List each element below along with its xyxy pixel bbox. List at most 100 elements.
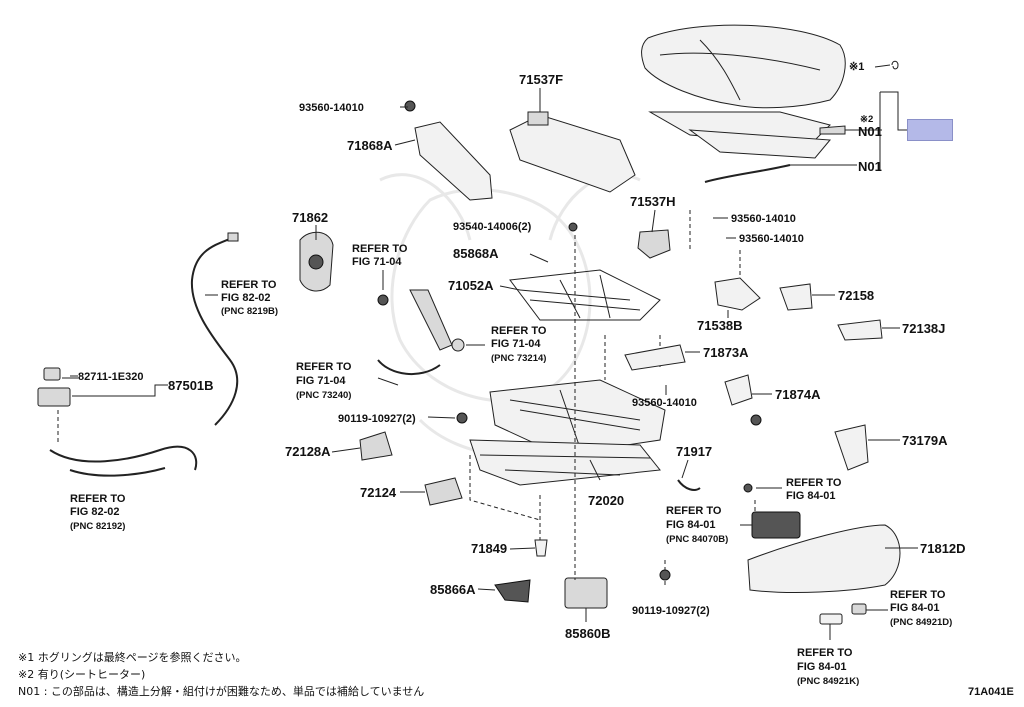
mark-note2: ※2 — [860, 114, 873, 125]
label-71537h: 71537H — [630, 194, 676, 209]
label-93540-14006: 93540-14006(2) — [453, 221, 532, 233]
refer-71-04-b-line3: (PNC 73214) — [491, 353, 546, 364]
label-71862: 71862 — [292, 210, 328, 225]
label-93560-14010-a: 93560-14010 — [299, 102, 364, 114]
refer-84-01-c-line2: FIG 84-01 — [890, 602, 940, 614]
refer-82-02-b-line2: FIG 82-02 — [70, 506, 120, 518]
refer-71-04-c-line2: FIG 71-04 — [296, 375, 346, 387]
label-72124: 72124 — [360, 485, 397, 500]
part-73179a — [834, 424, 869, 471]
label-93560-14010-c: 93560-14010 — [739, 233, 804, 245]
bolt-71874a — [750, 414, 762, 426]
wire-harness-lower — [49, 410, 198, 477]
label-71812d: 71812D — [920, 541, 966, 556]
footnote-2: ※2 有り(シートヒーター) — [18, 668, 146, 681]
wire-harness-upper — [190, 237, 239, 426]
connector-upper — [227, 232, 239, 242]
part-71052a — [509, 269, 661, 321]
part-72158 — [779, 283, 813, 311]
seat-cushion-pad — [641, 24, 846, 109]
refer-82-02-b-line1: REFER TO — [70, 493, 126, 505]
refer-84-01-b-line3: (PNC 84070B) — [666, 534, 728, 545]
figure-code: 71A041E — [968, 686, 1014, 698]
part-71868a — [404, 100, 493, 201]
footnotes: ※1 ホグリングは最終ページを参照ください。 ※2 有り(シートヒーター) N0… — [18, 649, 658, 700]
part-72128a — [359, 431, 393, 461]
bolt-90119 — [659, 569, 671, 581]
refer-71-04-c-line1: REFER TO — [296, 361, 352, 373]
label-71052a: 71052A — [448, 278, 494, 293]
bolt-84-01 — [743, 483, 753, 493]
label-72138j: 72138J — [902, 321, 945, 336]
label-71537f: 71537F — [519, 72, 563, 87]
part-71862 — [299, 231, 334, 292]
label-72020: 72020 — [588, 493, 624, 508]
label-93560-14010-d: 93560-14010 — [632, 397, 697, 409]
label-71538b: 71538B — [697, 318, 743, 333]
label-90119-10927-b: 90119-10927(2) — [632, 605, 710, 617]
refer-82-02-b-line3: (PNC 82192) — [70, 521, 125, 532]
label-93560-14010-b: 93560-14010 — [731, 213, 796, 225]
refer-71-04-c-line3: (PNC 73240) — [296, 390, 351, 401]
label-85866a: 85866A — [430, 582, 476, 597]
label-72158: 72158 — [838, 288, 874, 303]
label-71874a: 71874A — [775, 387, 821, 402]
label-n01-a: N01 — [858, 124, 882, 139]
part-72020-frame — [469, 379, 666, 486]
refer-84-01-d-line2: FIG 84-01 — [797, 661, 847, 673]
label-85860b: 85860B — [565, 626, 611, 641]
refer-71-04-a-line1: REFER TO — [352, 243, 408, 255]
highlight-box — [907, 119, 953, 141]
part-71873a — [624, 344, 686, 371]
refer-84-01-a-line2: FIG 84-01 — [786, 490, 836, 502]
part-85860b — [564, 577, 608, 609]
label-71917: 71917 — [676, 444, 712, 459]
seat-heater-mats — [648, 111, 846, 183]
refer-84-01-c-line3: (PNC 84921D) — [890, 617, 952, 628]
refer-71-04-b-line2: FIG 71-04 — [491, 338, 541, 350]
label-82711-1e320: 82711-1E320 — [78, 371, 143, 383]
refer-84-01-b-line1: REFER TO — [666, 505, 722, 517]
bolt-90119-a — [456, 412, 468, 424]
mark-note1: ※1 — [849, 61, 864, 73]
label-71849: 71849 — [471, 541, 507, 556]
part-72138j — [837, 319, 883, 341]
label-90119-10927-a: 90119-10927(2) — [338, 413, 416, 425]
label-71873a: 71873A — [703, 345, 749, 360]
refer-84-01-d-line1: REFER TO — [797, 647, 853, 659]
part-71812d — [747, 524, 901, 593]
footnote-3: N01 : この部品は、構造上分解・組付けが困難なため、単品では補給していません — [18, 685, 425, 698]
part-85866a — [494, 579, 531, 603]
bolt-93540 — [568, 222, 578, 232]
hog-ring-icon — [891, 60, 899, 70]
label-72128a: 72128A — [285, 444, 331, 459]
part-71537f — [509, 111, 636, 193]
refer-71-04-b-line1: REFER TO — [491, 325, 547, 337]
switch-knob-84921d — [851, 603, 867, 615]
leader-lines — [70, 64, 918, 640]
part-71538b — [714, 277, 761, 311]
footnote-1: ※1 ホグリングは最終ページを参照ください。 — [18, 651, 247, 664]
label-87501b: 87501B — [168, 378, 214, 393]
seat-switch-assembly — [377, 289, 465, 376]
part-72124 — [424, 477, 463, 506]
refer-71-04-a-line2: FIG 71-04 — [352, 256, 402, 268]
label-n01-b: N01 — [858, 159, 882, 174]
refer-84-01-c-line1: REFER TO — [890, 589, 946, 601]
label-71868a: 71868A — [347, 138, 393, 153]
part-71874a — [724, 374, 753, 406]
switch-knob-84921k — [819, 613, 843, 625]
seat-switch-84070b — [751, 511, 801, 539]
refer-84-01-d-line3: (PNC 84921K) — [797, 676, 859, 687]
label-73179a: 73179A — [902, 433, 948, 448]
refer-82-02-a-line3: (PNC 8219B) — [221, 306, 278, 317]
part-87501b — [37, 367, 165, 407]
refer-84-01-b-line2: FIG 84-01 — [666, 519, 716, 531]
part-71537h — [637, 229, 671, 259]
part-71917 — [677, 479, 701, 491]
part-71849 — [534, 539, 548, 557]
refer-82-02-a-line2: FIG 82-02 — [221, 292, 271, 304]
label-85868a: 85868A — [453, 246, 499, 261]
refer-82-02-a-line1: REFER TO — [221, 279, 277, 291]
